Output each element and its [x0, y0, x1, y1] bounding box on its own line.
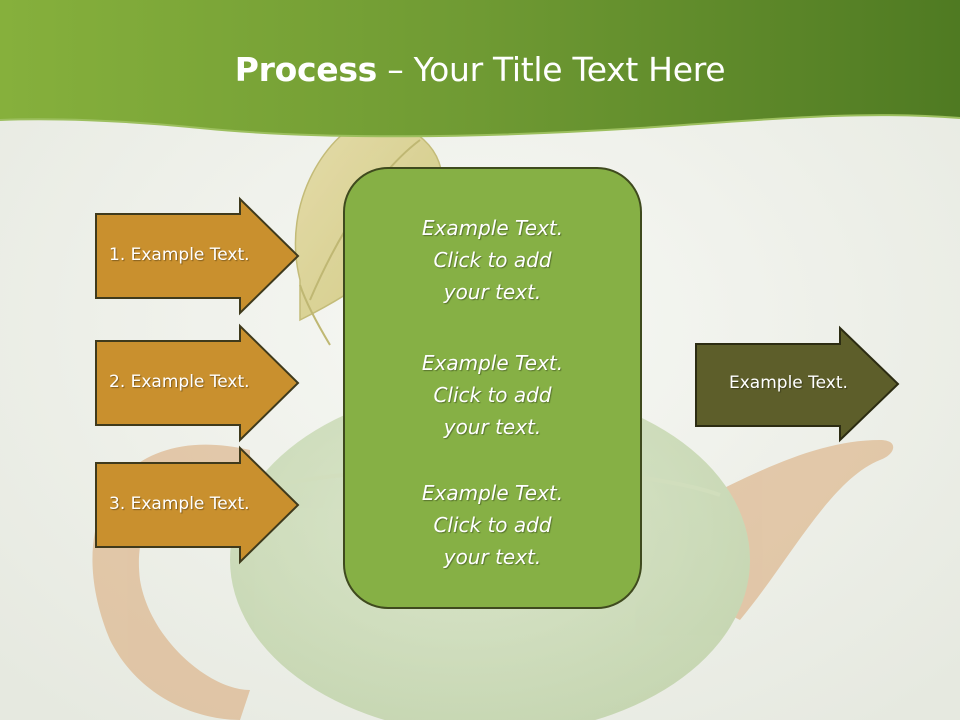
block-line: Example Text. [421, 351, 564, 375]
title-rest: – Your Title Text Here [377, 50, 726, 89]
center-box-block-3[interactable]: Example Text. Click to add your text. [345, 477, 640, 573]
title-bold: Process [234, 50, 378, 89]
arrow-label-3[interactable]: 3. Example Text. [109, 494, 250, 514]
right-arrow-shape [695, 325, 900, 443]
right-arrow-label[interactable]: Example Text. [729, 373, 848, 393]
arrow-shape-2 [95, 323, 300, 443]
block-line: your text. [443, 280, 542, 304]
header-band [0, 0, 960, 137]
block-line: your text. [443, 545, 542, 569]
slide-title[interactable]: Process – Your Title Text Here [0, 50, 960, 89]
block-line: Click to add [433, 513, 552, 537]
block-line: Example Text. [421, 481, 564, 505]
arrow-shape-3 [95, 445, 300, 565]
arrow-shape-1 [95, 196, 300, 316]
center-box-block-1[interactable]: Example Text. Click to add your text. [345, 212, 640, 308]
center-box-block-2[interactable]: Example Text. Click to add your text. [345, 347, 640, 443]
arrow-label-2[interactable]: 2. Example Text. [109, 372, 250, 392]
block-line: Click to add [433, 383, 552, 407]
block-line: your text. [443, 415, 542, 439]
block-line: Example Text. [421, 216, 564, 240]
arrow-label-1[interactable]: 1. Example Text. [109, 245, 250, 265]
block-line: Click to add [433, 248, 552, 272]
center-box-shape [343, 167, 642, 609]
